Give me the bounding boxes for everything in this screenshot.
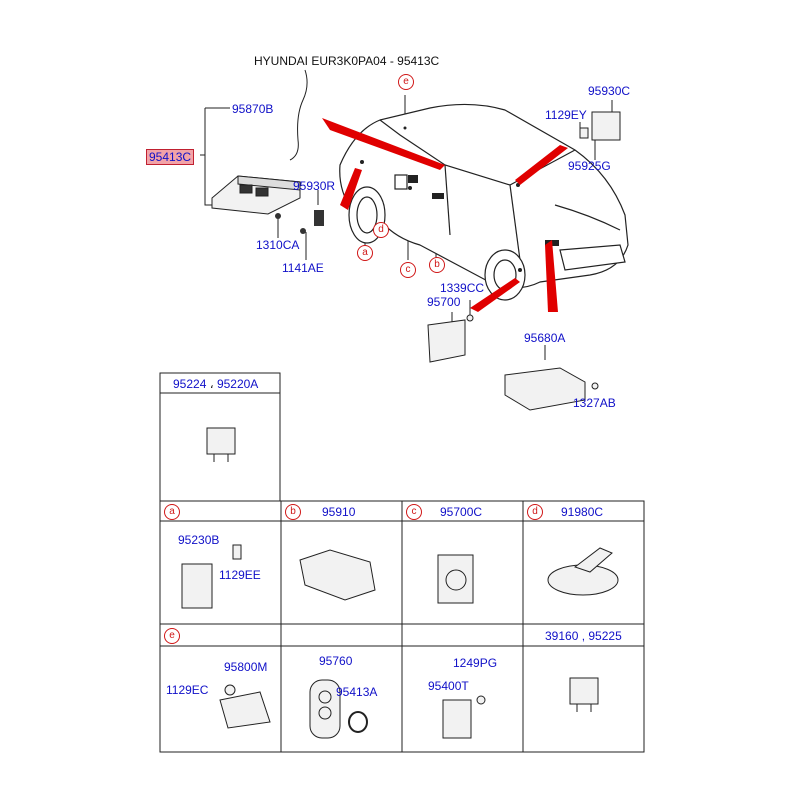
- part-1141AE[interactable]: 1141AE: [282, 261, 324, 275]
- part-95220A[interactable]: 95220A: [216, 377, 259, 391]
- callout-c: c: [400, 262, 416, 278]
- part-95760[interactable]: 95760: [319, 654, 353, 668]
- part-1327AB[interactable]: 1327AB: [573, 396, 616, 410]
- part-1129EY[interactable]: 1129EY: [545, 108, 587, 122]
- part-1310CA[interactable]: 1310CA: [256, 238, 300, 252]
- relay-icon: [206, 427, 236, 455]
- part-95680A[interactable]: 95680A: [524, 331, 566, 345]
- part-1249PG[interactable]: 1249PG: [453, 656, 498, 670]
- part-95930R[interactable]: 95930R: [293, 179, 336, 193]
- part-95700C[interactable]: 95700C: [440, 505, 483, 519]
- part-95930C[interactable]: 95930C: [588, 84, 631, 98]
- part-95700[interactable]: 95700: [427, 295, 461, 309]
- callout-a: a: [357, 245, 373, 261]
- grid-callout-d: d: [527, 504, 543, 520]
- part-95400T[interactable]: 95400T: [428, 679, 469, 693]
- part-91980C[interactable]: 91980C: [561, 505, 604, 519]
- part-95413A[interactable]: 95413A: [336, 685, 378, 699]
- part-95910[interactable]: 95910: [322, 505, 356, 519]
- box-label-1[interactable]: 95224 ، 95220A: [173, 377, 258, 391]
- part-95800M[interactable]: 95800M: [224, 660, 268, 674]
- diagram-title: HYUNDAI EUR3K0PA04 - 95413C: [254, 54, 440, 68]
- callout-d: d: [373, 222, 389, 238]
- callout-e: e: [398, 74, 414, 90]
- separator: ،: [209, 377, 214, 391]
- sensor-icon: [591, 111, 621, 141]
- part-95925G[interactable]: 95925G: [568, 159, 611, 173]
- highlighted-part-number[interactable]: 95413C: [146, 149, 195, 165]
- callout-b: b: [429, 257, 445, 273]
- part-1129EE[interactable]: 1129EE: [219, 568, 261, 582]
- part-1129EC[interactable]: 1129EC: [166, 683, 209, 697]
- part-95230B[interactable]: 95230B: [178, 533, 220, 547]
- part-95224[interactable]: 95224: [173, 377, 207, 391]
- red-arrows: [322, 118, 568, 312]
- grid-callout-c: c: [406, 504, 422, 520]
- part-39160-95225[interactable]: 39160 , 95225: [545, 629, 622, 643]
- control-unit-icon: [211, 175, 301, 215]
- part-1339CC[interactable]: 1339CC: [440, 281, 485, 295]
- part-95870B[interactable]: 95870B: [232, 102, 274, 116]
- grid-callout-b: b: [285, 504, 301, 520]
- grid-callout-a: a: [164, 504, 180, 520]
- grid-callout-e: e: [164, 628, 180, 644]
